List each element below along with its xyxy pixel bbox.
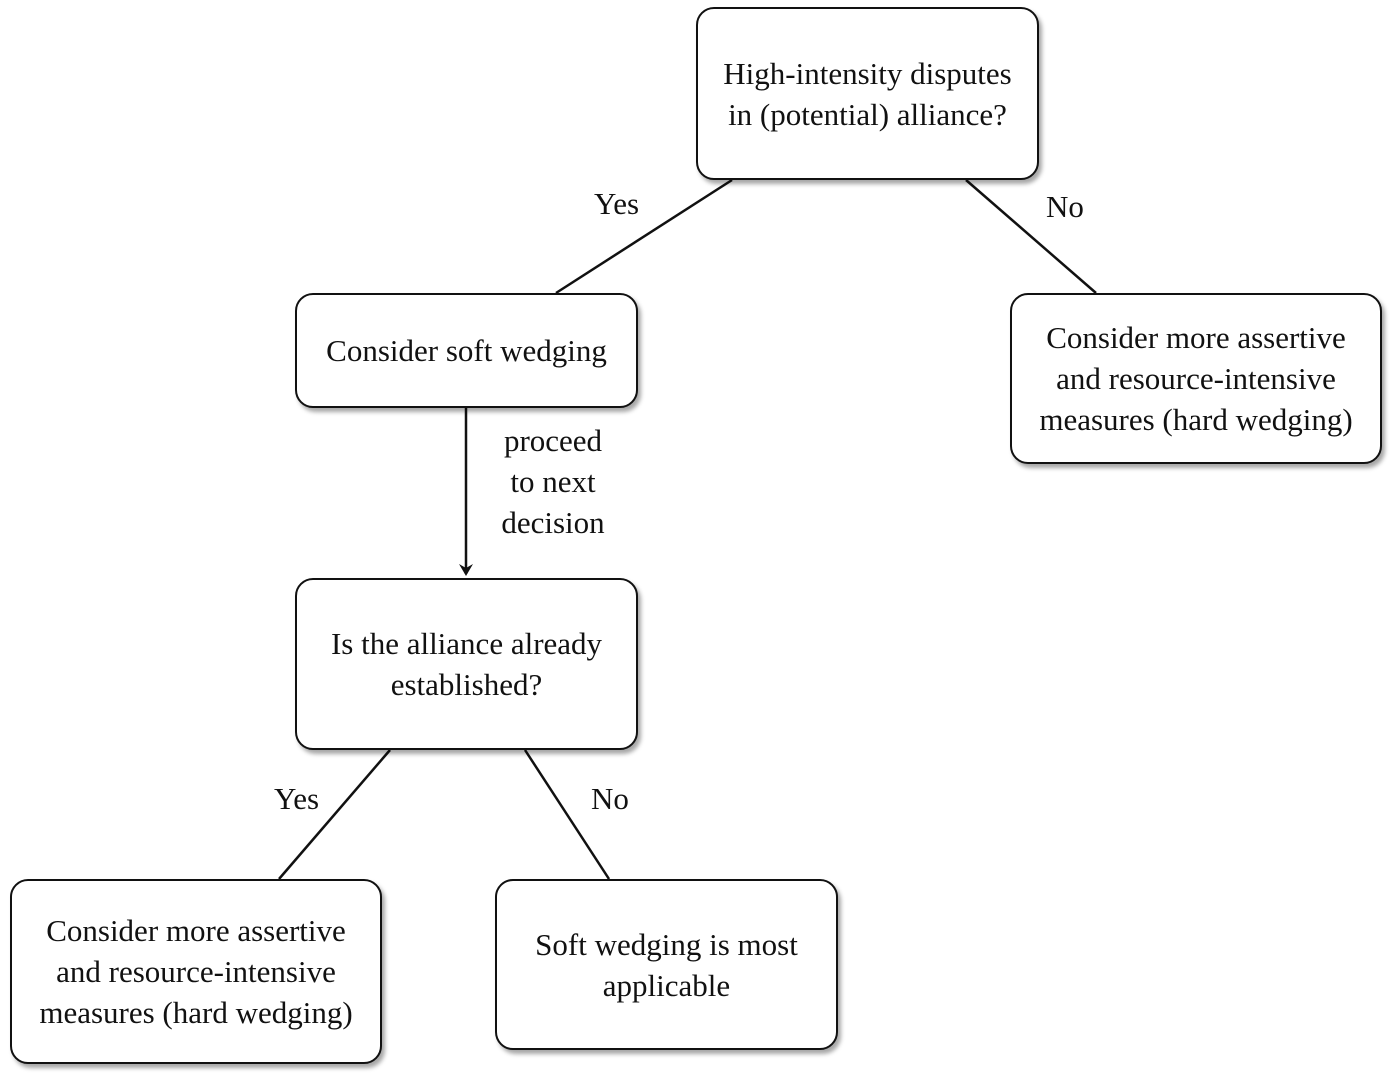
edge-label-established-no: No [591,781,629,816]
edge-root-to-hard-wedging [965,179,1097,294]
alliance-established-node: Is the alliance already established? [295,578,638,750]
edge-label-root-yes: Yes [594,186,640,221]
soft-wedging-node: Consider soft wedging [295,293,638,408]
edge-label-proceed: proceed to next decision [501,423,605,540]
edge-label-established-yes: Yes [274,781,320,816]
hard-wedging-node-right: Consider more assertive and resource-int… [1010,293,1382,464]
hard-wedging-node-left: Consider more assertive and resource-int… [10,879,382,1064]
edge-label-root-no: No [1046,189,1084,224]
soft-applicable-node: Soft wedging is most applicable [495,879,838,1050]
edge-established-to-hard-wedging [278,749,391,880]
edge-root-to-soft-wedging [555,178,733,295]
root-question-node: High-intensity disputes in (potential) a… [696,7,1039,180]
edge-established-to-soft-applicable [523,749,611,880]
